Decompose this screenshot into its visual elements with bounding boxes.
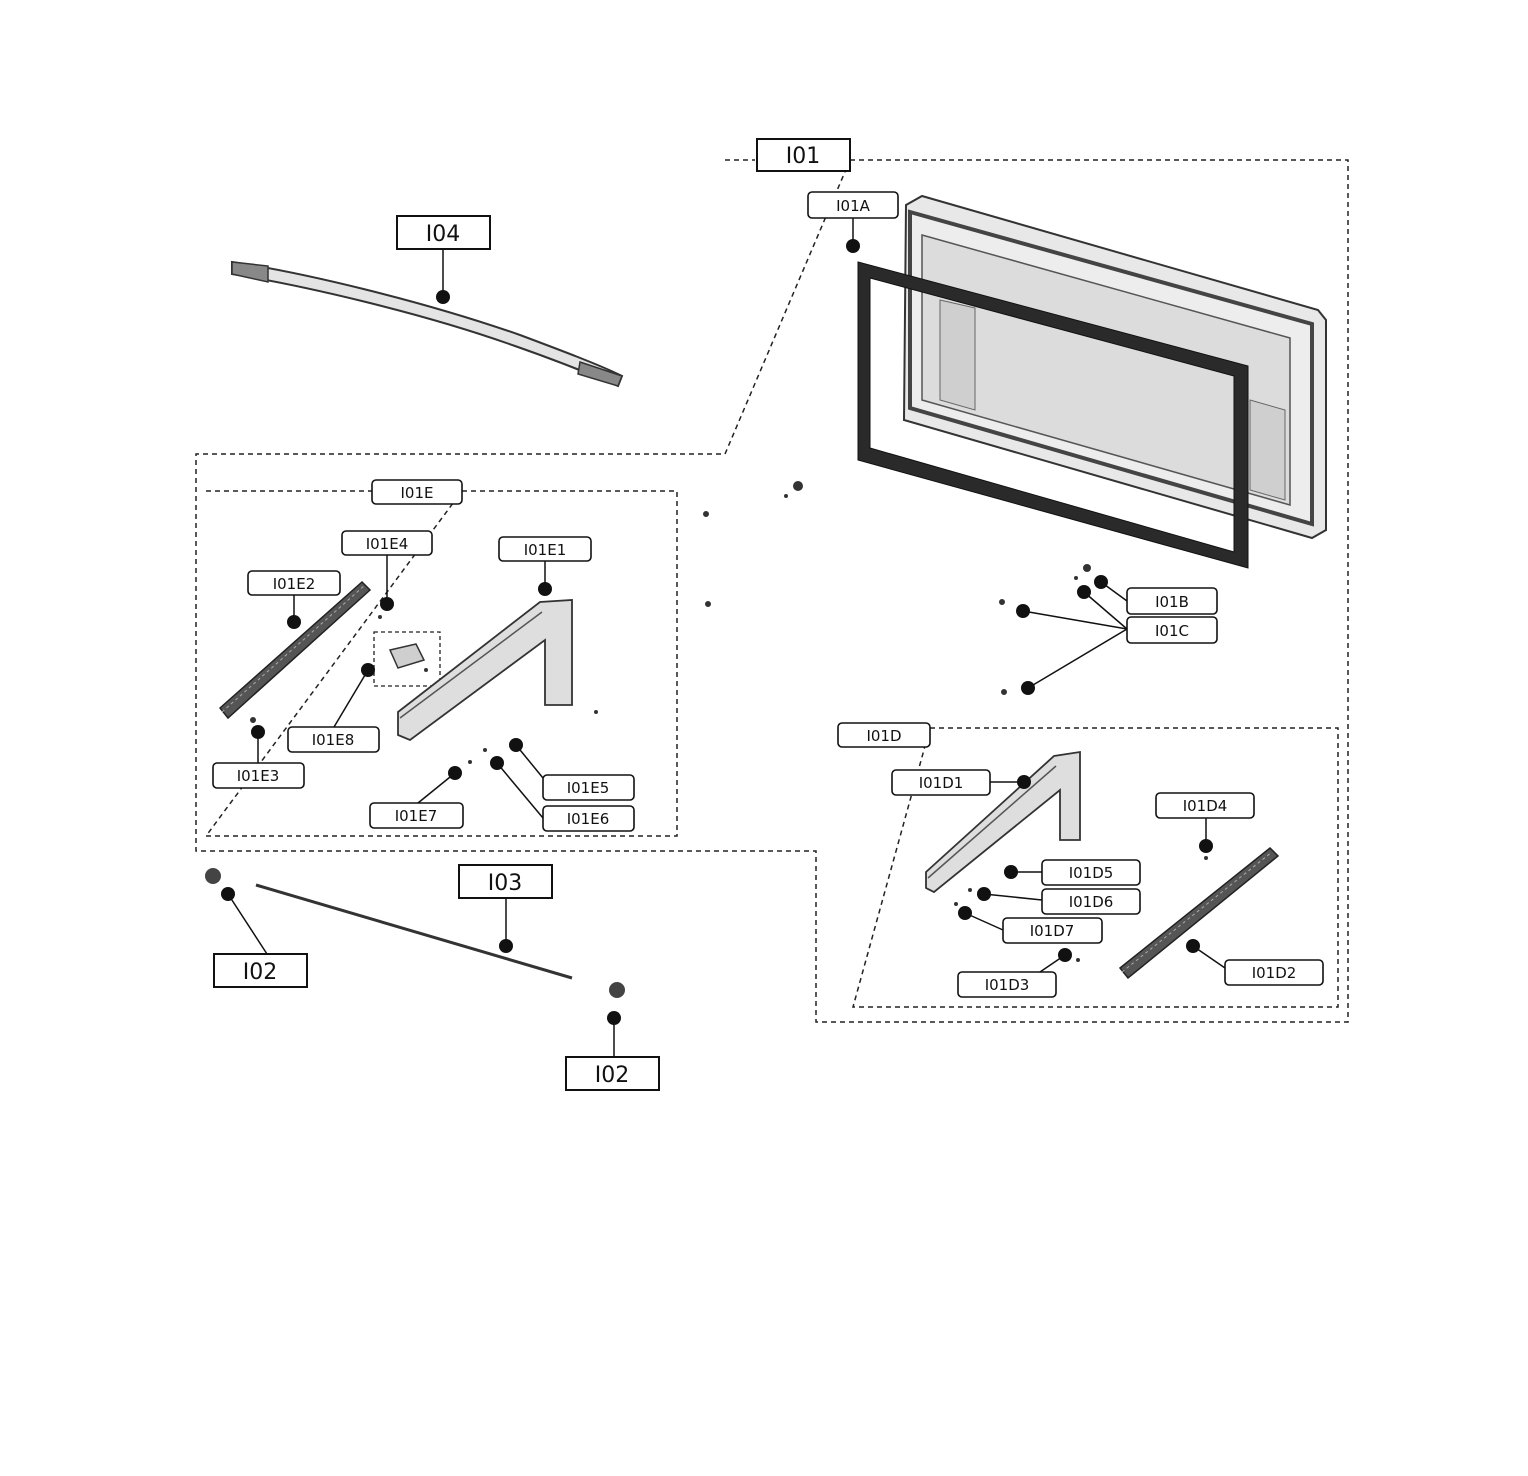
door-panel-part bbox=[902, 194, 1327, 540]
callout-i02-right-text: I02 bbox=[595, 1063, 629, 1088]
callout-i01: I01 bbox=[756, 138, 851, 172]
callout-i01d7: I01D7 bbox=[1002, 917, 1103, 944]
callout-i01e2-text: I01E2 bbox=[273, 575, 316, 593]
callout-i01a-text: I01A bbox=[836, 197, 871, 215]
callout-i01d5: I01D5 bbox=[1041, 859, 1141, 886]
callout-i02-right: I02 bbox=[565, 1056, 660, 1091]
door-gasket-part bbox=[857, 261, 1249, 569]
callout-i02-left: I02 bbox=[213, 953, 308, 988]
callout-i01e8-text: I01E8 bbox=[312, 731, 355, 749]
callout-i01e4-text: I01E4 bbox=[366, 535, 409, 553]
hinge-i02-left-part bbox=[205, 868, 221, 884]
callout-i01a: I01A bbox=[807, 191, 899, 219]
callout-i01e8: I01E8 bbox=[287, 726, 380, 753]
callout-i01e1: I01E1 bbox=[498, 536, 592, 562]
callout-i04-text: I04 bbox=[426, 222, 460, 247]
i01e8-detail-boundary bbox=[373, 631, 441, 687]
callout-i01e3-text: I01E3 bbox=[237, 767, 280, 785]
callout-i01d: I01D bbox=[837, 722, 931, 748]
callout-i01d6: I01D6 bbox=[1041, 888, 1141, 915]
callout-i01e-text: I01E bbox=[401, 484, 434, 502]
callout-i02-left-text: I02 bbox=[243, 960, 277, 985]
callout-i03: I03 bbox=[458, 864, 553, 899]
callout-i01d4-text: I01D4 bbox=[1183, 797, 1228, 815]
callout-i01d3-text: I01D3 bbox=[985, 976, 1030, 994]
callout-i01d7-text: I01D7 bbox=[1030, 922, 1075, 940]
callout-i01e5: I01E5 bbox=[542, 774, 635, 801]
callout-i01e7-text: I01E7 bbox=[395, 807, 438, 825]
callout-i01e4: I01E4 bbox=[341, 530, 433, 556]
clip-i01e8-part bbox=[388, 643, 426, 669]
rail-i01d1-part bbox=[925, 750, 1081, 894]
callout-i01d2: I01D2 bbox=[1224, 959, 1324, 986]
rail-i01e2-part bbox=[218, 580, 372, 720]
assembly-i01-boundary bbox=[195, 159, 1349, 1023]
callout-i01e6-text: I01E6 bbox=[567, 810, 610, 828]
callout-i01e3: I01E3 bbox=[212, 762, 305, 789]
callout-i01d6-text: I01D6 bbox=[1069, 893, 1114, 911]
rail-i01e1-part bbox=[397, 599, 573, 742]
callout-i01d5-text: I01D5 bbox=[1069, 864, 1114, 882]
callout-i01e5-text: I01E5 bbox=[567, 779, 610, 797]
callout-i01c: I01C bbox=[1126, 616, 1218, 644]
callout-i01e1-text: I01E1 bbox=[524, 541, 567, 559]
callout-i01e7: I01E7 bbox=[369, 802, 464, 829]
callout-i01d2-text: I01D2 bbox=[1252, 964, 1297, 982]
fastener-marks bbox=[250, 481, 1208, 962]
callout-i01e2: I01E2 bbox=[247, 570, 341, 596]
callout-i01d3: I01D3 bbox=[957, 971, 1057, 998]
callout-i04: I04 bbox=[396, 215, 491, 250]
rail-i01d2-part bbox=[1118, 846, 1280, 980]
callout-i01d-text: I01D bbox=[866, 727, 901, 745]
callout-i03-text: I03 bbox=[488, 871, 522, 896]
assembly-i01e-boundary bbox=[204, 490, 678, 837]
callout-i01d1-text: I01D1 bbox=[919, 774, 964, 792]
callout-i01-text: I01 bbox=[786, 144, 820, 169]
callout-i01b: I01B bbox=[1126, 587, 1218, 615]
callout-i01c-text: I01C bbox=[1155, 622, 1189, 640]
callout-i01d4: I01D4 bbox=[1155, 792, 1255, 819]
callout-i01d1: I01D1 bbox=[891, 769, 991, 796]
callout-i01e: I01E bbox=[371, 479, 463, 505]
callout-i01b-text: I01B bbox=[1155, 593, 1189, 611]
leader-dots bbox=[221, 239, 1213, 1025]
callout-i01e6: I01E6 bbox=[542, 805, 635, 832]
door-handle-part bbox=[231, 260, 624, 388]
hinge-i02-right-part bbox=[609, 982, 625, 998]
rod-i03-part bbox=[255, 883, 573, 980]
